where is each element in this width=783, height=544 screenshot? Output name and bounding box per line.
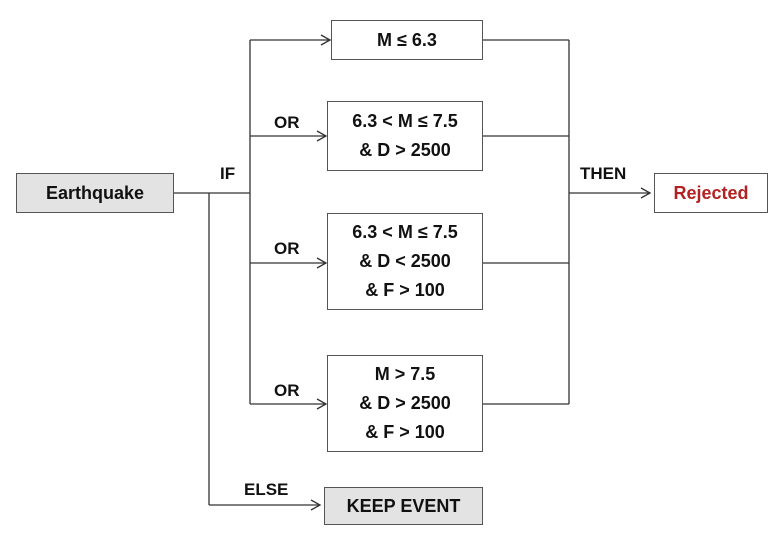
arrowhead-2 (316, 130, 328, 142)
arrowhead-then (640, 187, 652, 199)
or-label-1: OR (274, 113, 300, 132)
then-label: THEN (580, 164, 627, 183)
condition-3-line-1: 6.3 < M ≤ 7.5 (352, 222, 458, 242)
arrowhead-4 (316, 398, 328, 410)
condition-4-line-1: M > 7.5 (374, 364, 436, 384)
condition-2-line-1: 6.3 < M ≤ 7.5 (352, 111, 458, 131)
or-label-2: OR (274, 239, 300, 258)
condition-box-4: M > 7.5 & D > 2500 & F > 100 (327, 355, 483, 452)
rejected-box: Rejected (654, 173, 768, 213)
condition-2-line-2: & D > 2500 (359, 140, 451, 160)
condition-box-1: M ≤ 6.3 (331, 20, 483, 60)
condition-3-line-3: & F > 100 (365, 280, 445, 300)
earthquake-box: Earthquake (16, 173, 174, 213)
if-label: IF (220, 164, 236, 183)
condition-box-3: 6.3 < M ≤ 7.5 & D < 2500 & F > 100 (327, 213, 483, 310)
condition-3-line-2: & D < 2500 (359, 251, 451, 271)
arrowhead-3 (316, 257, 328, 269)
rejected-label: Rejected (673, 182, 749, 203)
earthquake-label: Earthquake (45, 182, 145, 203)
condition-box-2: 6.3 < M ≤ 7.5 & D > 2500 (327, 101, 483, 171)
condition-4-line-2: & D > 2500 (359, 393, 451, 413)
keep-event-box: KEEP EVENT (324, 487, 483, 525)
condition-4-line-3: & F > 100 (365, 422, 445, 442)
arrowhead-else (310, 499, 322, 511)
else-label: ELSE (244, 480, 289, 499)
arrowhead-1 (320, 34, 332, 46)
or-label-3: OR (274, 381, 300, 400)
condition-1-line-1: M ≤ 6.3 (377, 29, 437, 50)
keep-event-label: KEEP EVENT (346, 495, 461, 516)
